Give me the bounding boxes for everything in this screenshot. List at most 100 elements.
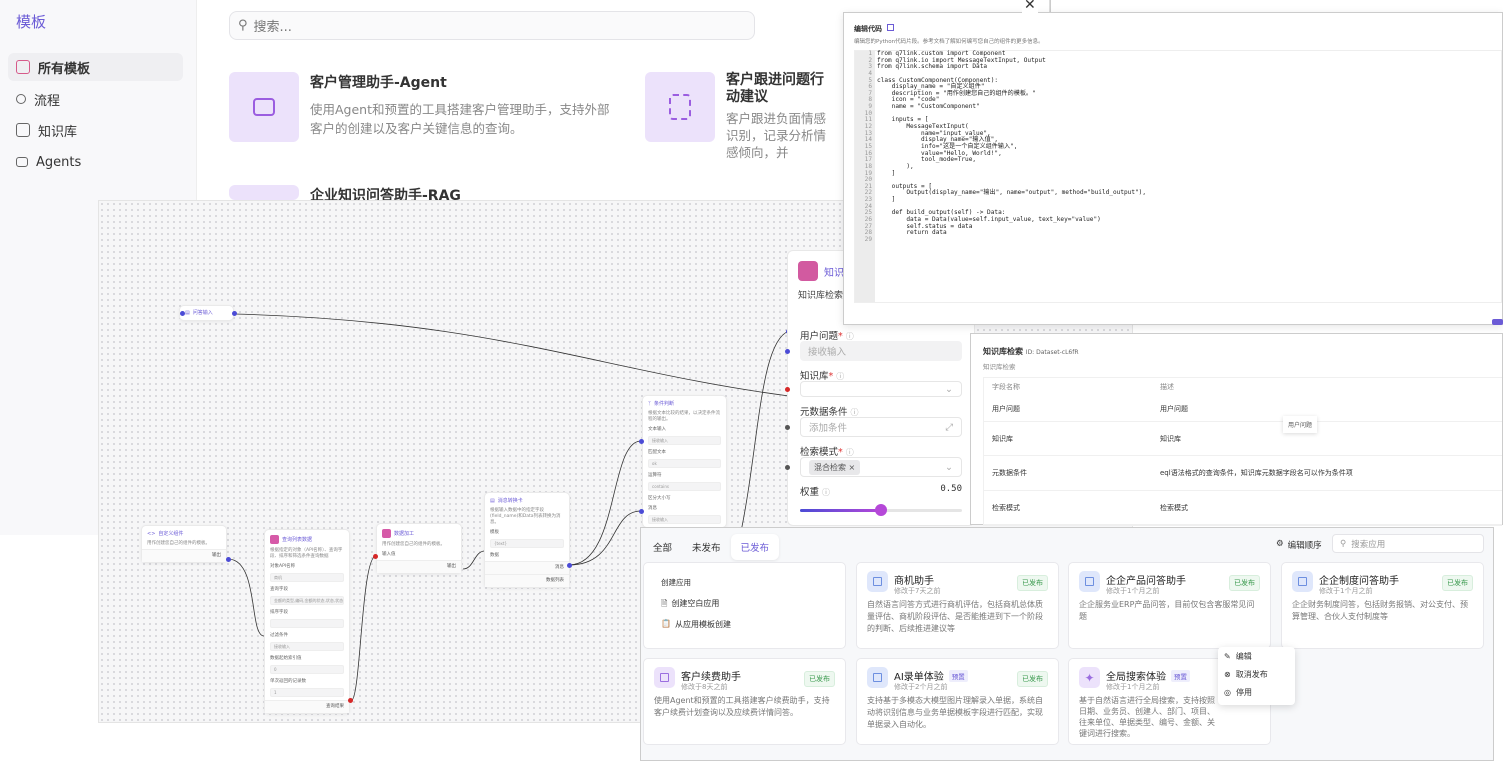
weight-slider[interactable] bbox=[800, 504, 962, 516]
line-number: 26 bbox=[864, 216, 872, 224]
app-icon bbox=[1079, 571, 1100, 592]
field-input[interactable] bbox=[270, 619, 344, 628]
port[interactable] bbox=[785, 425, 790, 430]
create-blank-app-button[interactable]: 🗎创建空白应用 bbox=[661, 598, 719, 612]
port[interactable] bbox=[232, 311, 237, 316]
app-card[interactable]: 商机助手修改于7天之前已发布自然语言问答方式进行商机评估，包括商机总体质量评估、… bbox=[856, 562, 1059, 649]
menu-item-edit[interactable]: ✎编辑 bbox=[1224, 651, 1252, 661]
port[interactable] bbox=[348, 698, 353, 703]
remove-tag-icon[interactable]: × bbox=[848, 462, 856, 472]
flow-node-input[interactable]: ▤问答输入 bbox=[179, 305, 234, 321]
create-from-template-button[interactable]: 📋从应用模板创建 bbox=[661, 619, 731, 629]
code-line: self.status = data bbox=[877, 222, 973, 230]
node-title: 查询列表数据 bbox=[282, 536, 313, 543]
line-number: 9 bbox=[868, 103, 872, 111]
slider-thumb[interactable] bbox=[875, 504, 887, 516]
port[interactable] bbox=[567, 563, 572, 568]
line-number: 23 bbox=[864, 196, 872, 204]
node-title: 数据加工 bbox=[394, 530, 415, 537]
flow-node-message[interactable]: ▤消息转换卡 根据输入数据中的指定字段(field_name)和Data列表转换… bbox=[484, 492, 570, 588]
field-label: 查询字段 bbox=[270, 587, 288, 592]
tab-published[interactable]: 已发布 bbox=[730, 534, 780, 560]
info-icon: ⓘ bbox=[850, 408, 859, 417]
template-card[interactable]: 客户跟进问题行动建议客户跟进负面情感识别，记录分析情感倾向，并 bbox=[645, 72, 836, 161]
field-input[interactable]: 金额的类型,编码,金额的状态,状态,状态,状态 bbox=[270, 596, 344, 605]
port[interactable] bbox=[226, 557, 231, 562]
port[interactable] bbox=[639, 439, 644, 444]
port[interactable] bbox=[785, 349, 790, 354]
port[interactable] bbox=[785, 387, 790, 392]
menu-item-unpublish[interactable]: ⊗取消发布 bbox=[1224, 669, 1268, 679]
field-input[interactable]: ok bbox=[648, 459, 721, 468]
search-icon: ⚲ bbox=[1340, 538, 1347, 549]
app-card[interactable]: 客户续费助手修改于8天之前已发布使用Agent和预置的工具搭建客户续费助手，支持… bbox=[643, 658, 846, 745]
port[interactable] bbox=[639, 509, 644, 514]
code-editor-dialog: 编辑代码 编辑您的Python代码片段。参考文档了解如何编写您自己的组件的更多信… bbox=[843, 12, 1503, 325]
table-row: 用户问题用户问题 bbox=[984, 396, 1502, 422]
knowledge-select[interactable]: ⌄ bbox=[800, 381, 962, 397]
code-line bbox=[877, 237, 1501, 244]
field-input[interactable]: {text} bbox=[490, 539, 564, 548]
sidebar-item-label: 知识库 bbox=[38, 124, 78, 140]
app-title: 客户续费助手 bbox=[681, 672, 741, 683]
field-input[interactable]: 接收输入 bbox=[270, 642, 344, 651]
node-title: 自定义组件 bbox=[158, 531, 184, 537]
close-icon[interactable]: ✕ bbox=[1022, 0, 1038, 13]
node-title: 条件判断 bbox=[654, 401, 675, 407]
line-number: 14 bbox=[864, 136, 872, 144]
code-line: value="Hello, World!", bbox=[877, 149, 1002, 157]
field-select[interactable]: contains bbox=[648, 482, 721, 491]
confirm-button[interactable] bbox=[1492, 319, 1503, 325]
port[interactable] bbox=[785, 465, 790, 470]
menu-item-disable[interactable]: ◎停用 bbox=[1224, 687, 1252, 697]
field-input[interactable]: 商机 bbox=[270, 573, 344, 582]
line-number: 17 bbox=[864, 156, 872, 164]
sidebar-item-all-templates[interactable]: 所有模板 bbox=[8, 53, 183, 81]
user-question-input[interactable]: 接收输入 bbox=[800, 341, 962, 361]
sidebar-item-knowledge[interactable]: 知识库 bbox=[8, 116, 183, 144]
sidebar-item-agents[interactable]: Agents bbox=[8, 148, 183, 176]
flow-node-process[interactable]: 数据加工 用作创建您自己的组件的模板。 输入值 输出 bbox=[376, 523, 462, 574]
field-input[interactable]: 接收输入 bbox=[648, 436, 721, 445]
edit-order-button[interactable]: ⚙编辑顺序 bbox=[1276, 539, 1322, 551]
edge bbox=[228, 558, 265, 637]
panel-title: 知识库检索 bbox=[983, 347, 1023, 356]
field-input[interactable]: 接收输入 bbox=[648, 515, 721, 524]
port[interactable] bbox=[373, 554, 378, 559]
metadata-condition-input[interactable]: 添加条件⤢ bbox=[800, 417, 962, 437]
port[interactable] bbox=[180, 311, 185, 316]
field-label: 数据起始索引值 bbox=[270, 656, 302, 661]
line-number: 16 bbox=[864, 149, 872, 157]
node-desc: 根据输入数据中的指定字段(field_name)和Data列表转换为消息。 bbox=[490, 508, 561, 525]
app-card[interactable]: 企企制度问答助手修改于1个月之前已发布企企财务制度问答，包括财务报销、对公支付、… bbox=[1281, 562, 1484, 649]
search-mode-select[interactable]: 混合检索 ×⌄ bbox=[800, 457, 962, 477]
app-card[interactable]: 企企产品问答助手修改于1个月之前已发布企企服务业ERP产品问答，目前仅包含客服常… bbox=[1068, 562, 1271, 649]
flow-node-query[interactable]: 查询列表数据 根据指定的对象（API名称）、查询字段、排序和筛选条件查询数据 对… bbox=[264, 529, 350, 714]
node-desc: 根据文本比较的结果，以决定条件流程的输出。 bbox=[648, 411, 720, 422]
app-card[interactable]: AI录单体验预置修改于2个月之前已发布支持基于多模态大模型图片理解录入单据，系统… bbox=[856, 658, 1059, 745]
app-time: 修改于1个月之前 bbox=[1106, 587, 1160, 595]
tag: 混合检索 bbox=[814, 462, 846, 472]
context-menu: ✎编辑 ⊗取消发布 ◎停用 bbox=[1218, 647, 1295, 705]
search-input[interactable]: ⚲搜索... bbox=[229, 11, 755, 40]
code-line: display_name="输入值", bbox=[877, 136, 999, 144]
app-search-input[interactable]: ⚲搜索应用 bbox=[1332, 534, 1484, 553]
node-title: 知识库 bbox=[824, 267, 854, 279]
tab-all[interactable]: 全部 bbox=[653, 543, 673, 554]
table-row: 知识库知识库 bbox=[984, 422, 1502, 456]
template-icon bbox=[229, 185, 299, 200]
field-input[interactable]: 0 bbox=[270, 665, 344, 674]
tab-unpublished[interactable]: 未发布 bbox=[692, 543, 721, 554]
line-number: 7 bbox=[868, 89, 872, 97]
flow-node-custom[interactable]: <>自定义组件 用作创建您自己的组件的模板。 输出 bbox=[141, 525, 227, 563]
line-number: 15 bbox=[864, 142, 872, 150]
dialog-title: 编辑代码 bbox=[854, 25, 882, 33]
create-app-card: 创建应用 🗎创建空白应用 📋从应用模板创建 bbox=[643, 562, 846, 649]
sidebar-item-flow[interactable]: 流程 bbox=[8, 85, 183, 113]
field-input[interactable]: 1 bbox=[270, 688, 344, 697]
